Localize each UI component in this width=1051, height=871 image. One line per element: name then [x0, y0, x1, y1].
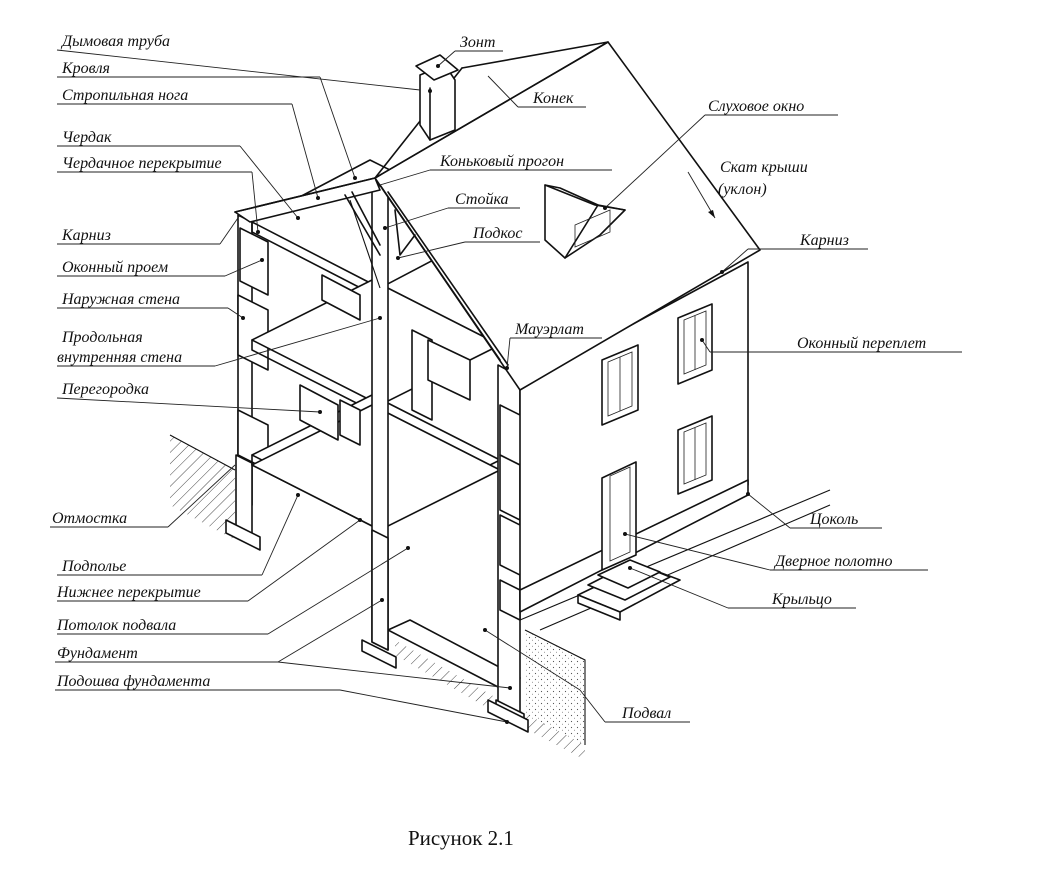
door-and-porch	[577, 461, 681, 621]
chimney	[415, 54, 459, 141]
dormer-window	[544, 184, 626, 259]
label-foundation-base: Подошва фундамента	[56, 673, 210, 690]
foundation	[361, 529, 529, 733]
label-slope-2: (уклон)	[718, 181, 767, 198]
labels-right: Зонт Конек Слуховое окно Коньковый прого…	[379, 34, 962, 723]
label-hood: Зонт	[460, 34, 495, 51]
left-outer-wall	[225, 214, 269, 551]
label-inner-wall-1: Продольная	[61, 329, 143, 346]
label-basement: Подвал	[621, 705, 671, 722]
label-chimney: Дымовая труба	[60, 33, 170, 50]
label-crawl-space: Подполье	[61, 558, 126, 575]
label-roofing: Кровля	[61, 60, 110, 77]
label-partition: Перегородка	[61, 381, 149, 398]
label-eave-left: Карниз	[61, 227, 111, 244]
label-slope-1: Скат крыши	[720, 159, 808, 176]
label-ridge: Конек	[532, 90, 574, 107]
label-strut: Подкос	[472, 225, 522, 242]
label-basement-ceiling: Потолок подвала	[56, 617, 176, 634]
label-attic: Чердак	[62, 129, 112, 146]
label-outer-wall: Наружная стена	[61, 291, 180, 308]
label-porch: Крыльцо	[771, 591, 832, 608]
label-eave-right: Карниз	[799, 232, 849, 249]
label-door-leaf: Дверное полотно	[773, 553, 893, 570]
label-mauerlat: Мауэрлат	[514, 321, 584, 338]
label-bottom-floor: Нижнее перекрытие	[56, 584, 201, 601]
label-ridge-purlin: Коньковый прогон	[439, 153, 564, 170]
ground	[169, 434, 831, 760]
facade-windows	[601, 303, 713, 495]
leader-dots	[241, 64, 750, 724]
label-inner-wall-2: внутренняя стена	[57, 349, 182, 366]
label-window-opening: Оконный проем	[62, 259, 168, 276]
label-rafter: Стропильная нога	[62, 87, 188, 104]
label-dormer: Слуховое окно	[708, 98, 804, 115]
label-post: Стойка	[455, 191, 509, 208]
label-foundation: Фундамент	[57, 645, 138, 662]
figure-caption: Рисунок 2.1	[408, 826, 514, 850]
label-blind-area: Отмостка	[52, 510, 127, 527]
label-attic-floor: Чердачное перекрытие	[62, 155, 222, 172]
label-plinth: Цоколь	[809, 511, 858, 528]
labels-left: Дымовая труба Кровля Стропильная нога Че…	[50, 33, 511, 723]
label-window-frame: Оконный переплет	[797, 335, 926, 352]
